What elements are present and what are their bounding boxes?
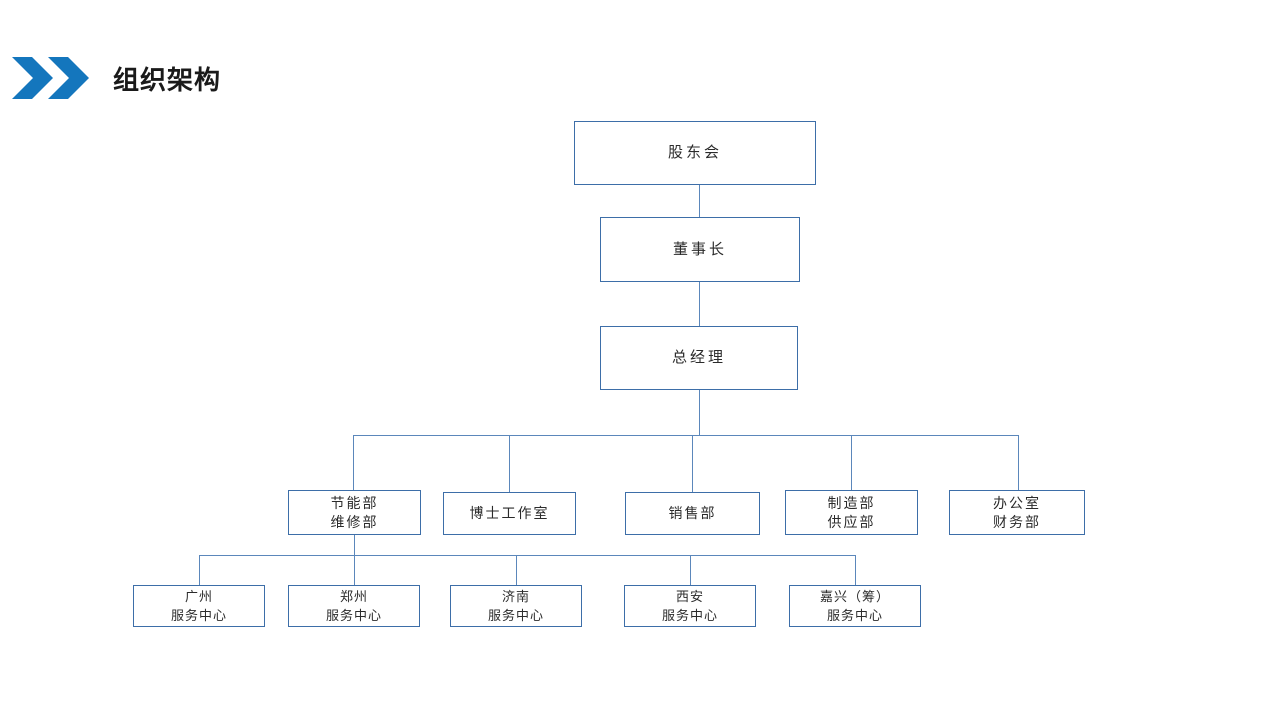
org-node-line: 广州: [184, 589, 213, 604]
org-node-line: 郑州: [339, 589, 368, 604]
org-node-line: 供应部: [827, 513, 876, 530]
org-node-jiaxing-center[interactable]: 嘉兴（筹） 服务中心: [789, 585, 921, 627]
org-node-line: 制造部: [827, 494, 876, 511]
connector-gm-to-bus: [699, 390, 700, 436]
org-node-office-finance[interactable]: 办公室 财务部: [949, 490, 1085, 535]
org-node-line: 服务中心: [170, 608, 227, 623]
org-node-line: 销售部: [668, 505, 717, 521]
double-chevron-right-icon: [12, 57, 90, 99]
org-node-line: 济南: [501, 589, 530, 604]
connector-chairman-to-gm: [699, 282, 700, 326]
connector-bus-to-zhengzhou-center: [354, 555, 355, 585]
org-node-line: 服务中心: [826, 608, 883, 623]
org-node-line: 嘉兴（筹）: [819, 589, 890, 604]
connector-shareholders-to-chairman: [699, 185, 700, 217]
org-node-xian-center[interactable]: 西安 服务中心: [624, 585, 756, 627]
org-node-line: 股东会: [667, 144, 722, 161]
org-node-line: 服务中心: [325, 608, 382, 623]
org-node-line: 财务部: [993, 513, 1041, 530]
org-node-guangzhou-center[interactable]: 广州 服务中心: [133, 585, 265, 627]
connector-bus-to-energy-maintenance: [353, 435, 354, 490]
connector-department-bus: [353, 435, 1019, 436]
connector-bus-to-sales: [692, 435, 693, 492]
org-node-line: 董事长: [672, 240, 727, 258]
org-node-energy-maintenance[interactable]: 节能部 维修部: [288, 490, 421, 535]
connector-bus-to-xian-center: [690, 555, 691, 585]
org-node-line: 维修部: [330, 513, 379, 530]
page-title: 组织架构: [113, 65, 222, 95]
org-node-line: 博士工作室: [469, 505, 550, 521]
org-node-line: 节能部: [330, 494, 379, 511]
connector-bus-to-guangzhou-center: [199, 555, 200, 585]
connector-bus-to-manufacturing-supply: [851, 435, 852, 490]
connector-energy-to-center-bus: [354, 535, 355, 556]
org-node-shareholders[interactable]: 股东会: [574, 121, 816, 185]
org-node-line: 总经理: [671, 349, 726, 366]
org-node-chairman[interactable]: 董事长: [600, 217, 800, 282]
org-node-line: 服务中心: [661, 608, 718, 623]
connector-bus-to-jinan-center: [516, 555, 517, 585]
connector-bus-to-jiaxing-center: [855, 555, 856, 585]
connector-service-center-bus: [199, 555, 855, 556]
org-node-doctoral-studio[interactable]: 博士工作室: [443, 492, 576, 535]
org-node-sales[interactable]: 销售部: [625, 492, 760, 535]
org-node-line: 办公室: [993, 494, 1041, 511]
org-node-line: 西安: [675, 589, 704, 604]
org-node-zhengzhou-center[interactable]: 郑州 服务中心: [288, 585, 420, 627]
connector-bus-to-doctoral-studio: [509, 435, 510, 492]
org-node-line: 服务中心: [487, 608, 544, 623]
org-node-general-manager[interactable]: 总经理: [600, 326, 798, 390]
org-node-manufacturing-supply[interactable]: 制造部 供应部: [785, 490, 918, 535]
org-node-jinan-center[interactable]: 济南 服务中心: [450, 585, 582, 627]
connector-bus-to-office-finance: [1018, 435, 1019, 490]
